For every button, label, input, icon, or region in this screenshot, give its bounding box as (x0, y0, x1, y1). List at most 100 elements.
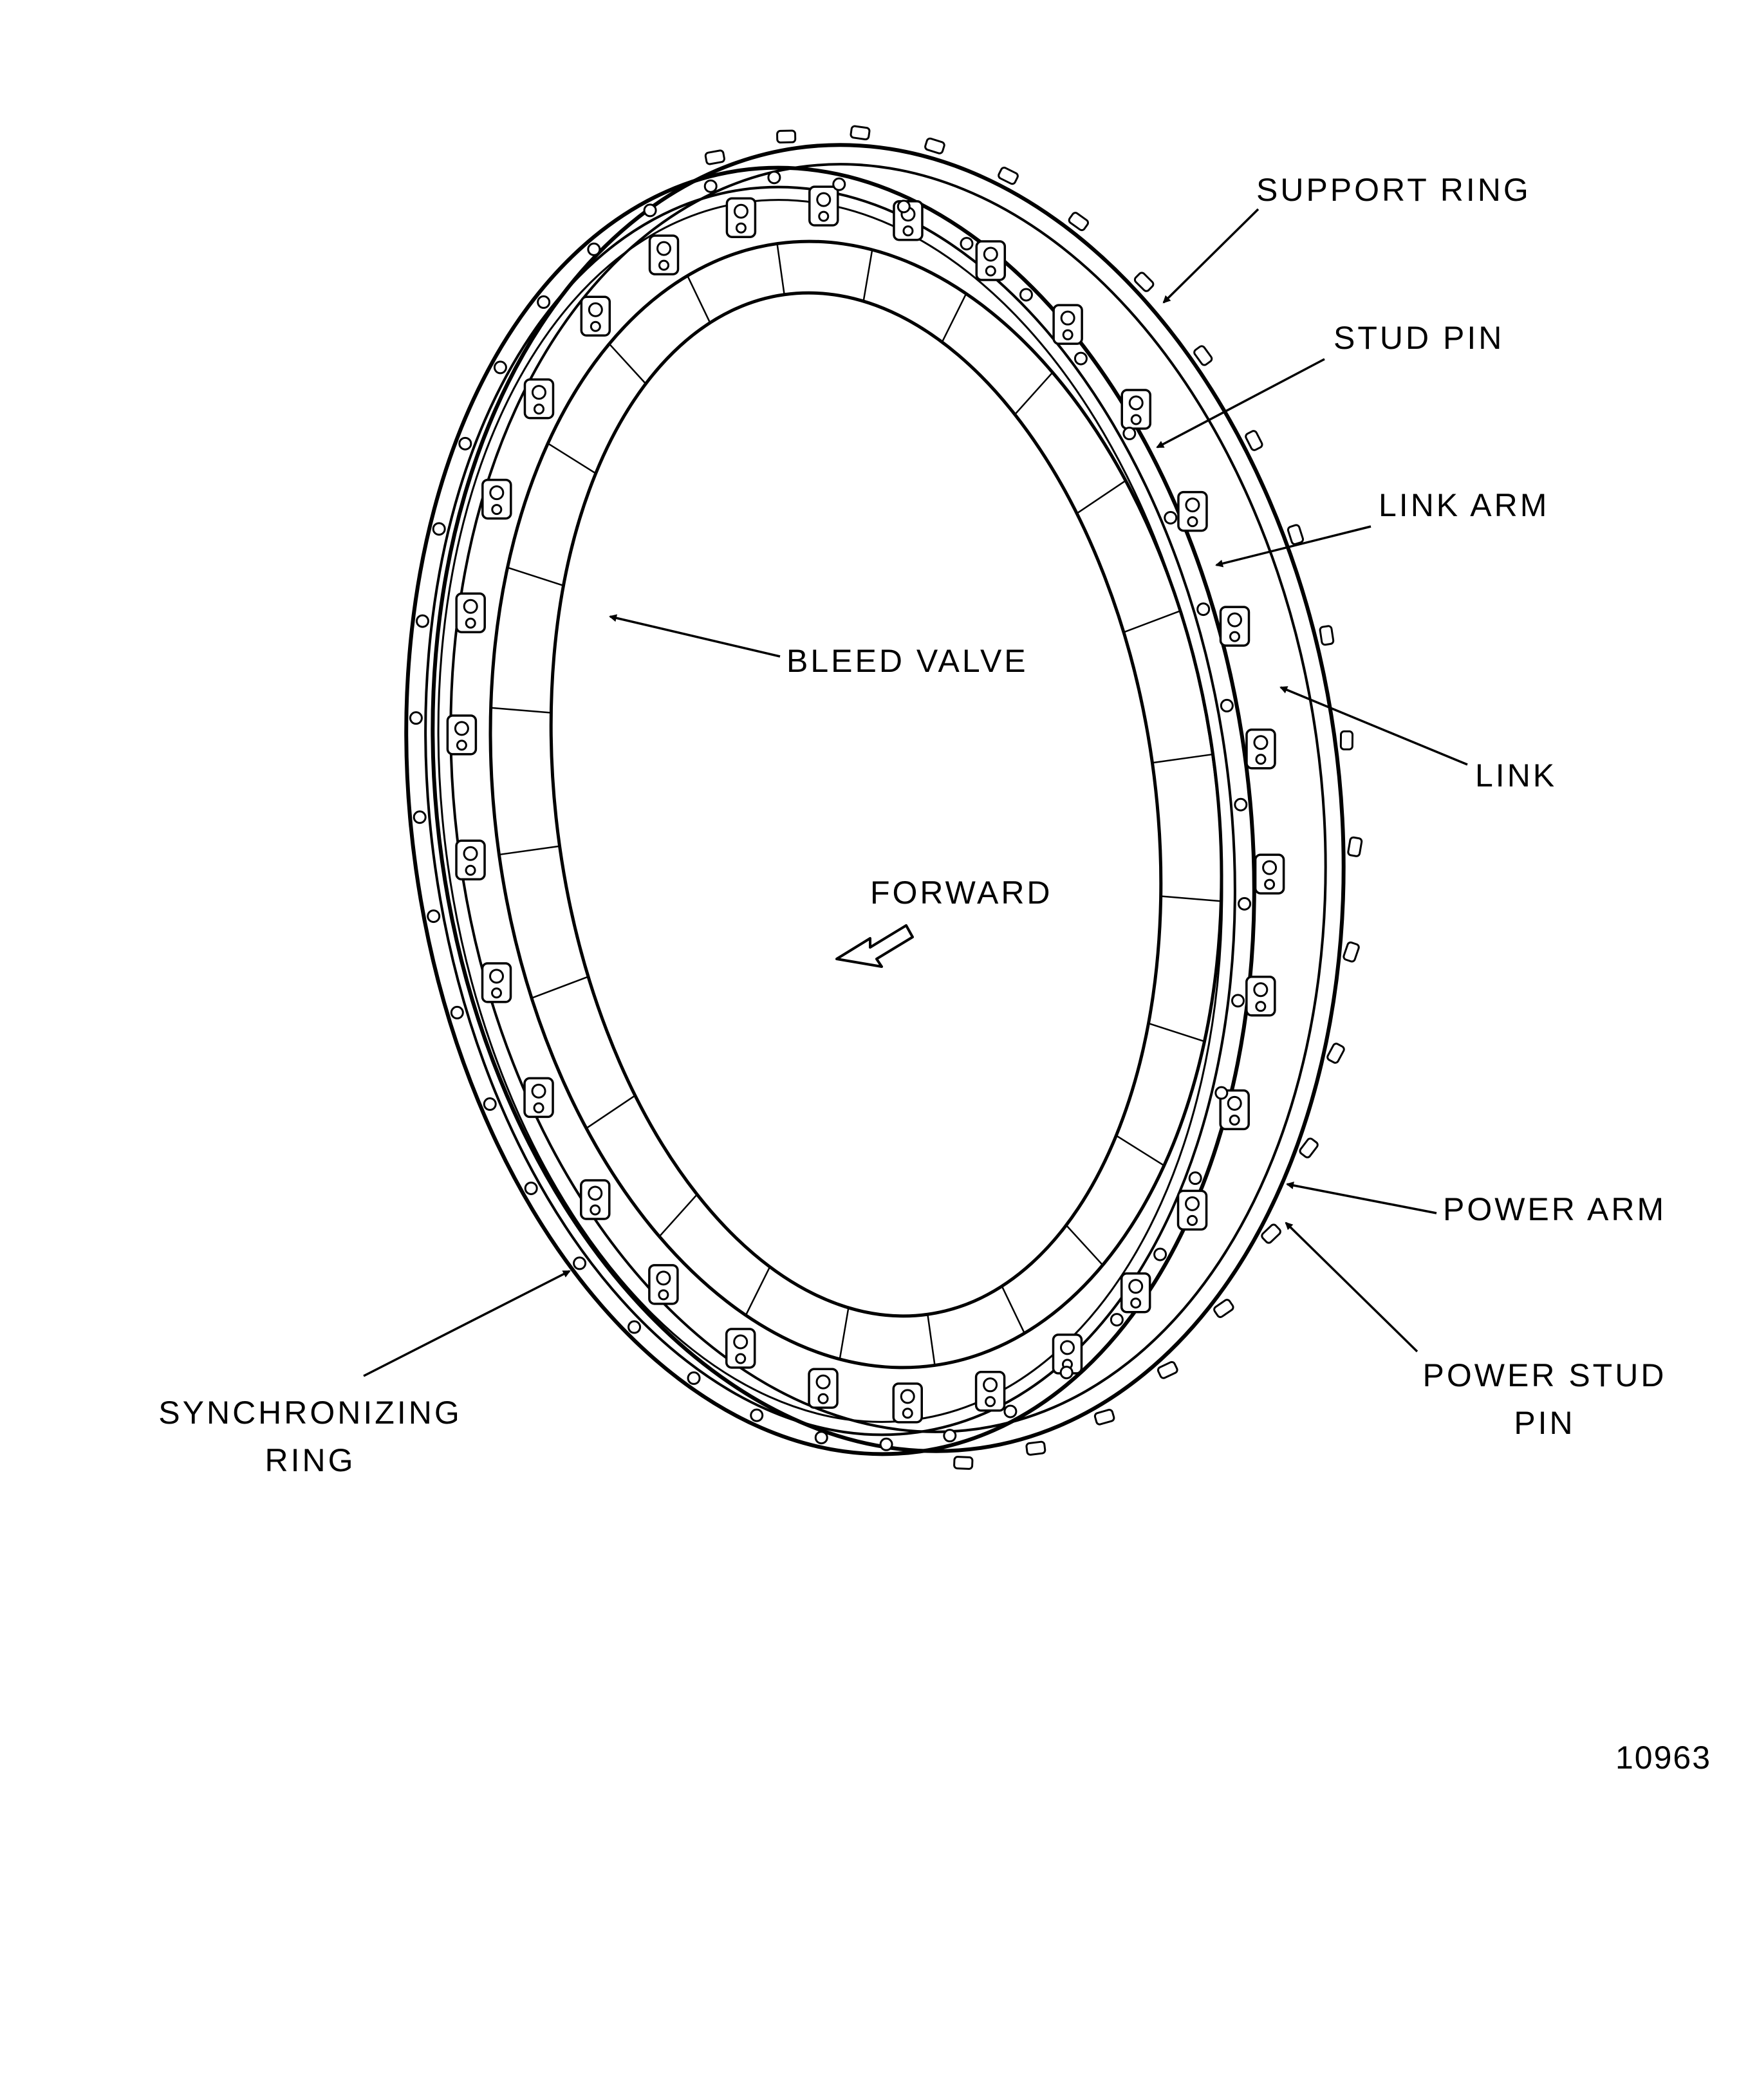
stud-pin (531, 1083, 546, 1099)
link-pin (817, 1393, 829, 1404)
band-segment-line (608, 343, 647, 385)
label-bleed-valve: BLEED VALVE (786, 643, 1028, 679)
ring-bolt (413, 810, 427, 824)
label-link: LINK (1475, 757, 1557, 794)
flange-tooth (1343, 941, 1360, 963)
band-segment-line (927, 1314, 936, 1366)
band-segment-line (941, 293, 967, 343)
link-pin (533, 1102, 544, 1113)
band-segment-line (490, 707, 552, 714)
ring-bolt (450, 1005, 464, 1019)
label-power-stud-pin-line1: POWER STUD (1422, 1357, 1667, 1393)
ring-bolt (493, 360, 507, 375)
link-pin (985, 1396, 996, 1408)
stud-pin (1185, 497, 1200, 513)
flange-tooth (1093, 1409, 1115, 1426)
synchronizing-ring (404, 165, 1256, 1456)
link-pin (590, 321, 601, 332)
link-pin (1187, 516, 1198, 528)
band-segment-line (1014, 371, 1054, 415)
ring-bolt (1220, 698, 1234, 712)
flange-tooth (776, 129, 797, 144)
link-pin (902, 225, 914, 237)
label-forward: FORWARD (870, 875, 1053, 911)
ring-bolt (1003, 1404, 1018, 1418)
ring-bolt (1164, 510, 1178, 525)
stud-pin (816, 192, 832, 207)
band-segment-line (499, 845, 560, 856)
flange-tooth (1133, 272, 1155, 292)
stud-pin (733, 203, 748, 219)
stud-pin (1227, 612, 1242, 627)
ring-bolt (897, 200, 911, 214)
band-segment-line (1001, 1285, 1025, 1334)
stud-pin (1128, 395, 1144, 411)
band-segment-line (1076, 479, 1126, 514)
ring-bolt (1074, 351, 1088, 366)
bleed-valve-segments (490, 243, 1222, 1366)
flange-tooth (953, 1456, 974, 1470)
stud-pin (489, 969, 505, 984)
ring-bolt (767, 171, 781, 185)
leader-link-arm (1215, 525, 1371, 568)
ring-bolt (960, 237, 974, 251)
leader-lines (363, 208, 1468, 1377)
link-pin (735, 1353, 747, 1364)
stud-pin (983, 1377, 998, 1393)
figure-number: 10963 (1615, 1740, 1712, 1776)
ring-bolt (1238, 897, 1252, 911)
flange-tooth (1287, 524, 1305, 545)
ring-bolt (1122, 427, 1137, 441)
band-segment-line (776, 243, 785, 295)
flange-tooth (1347, 836, 1363, 857)
leader-power-stud-pin (1285, 1222, 1418, 1353)
ring-bolt (832, 177, 846, 191)
flange-tooth (850, 125, 871, 141)
stud-pin (463, 599, 478, 614)
link-pin (491, 504, 503, 516)
ring-bolt (750, 1408, 764, 1422)
ring-bolt (687, 1371, 701, 1385)
ring-bolt (524, 1181, 538, 1195)
stud-pin (588, 1185, 603, 1201)
stud-pin (489, 485, 505, 501)
link-pin (818, 210, 830, 222)
band-segment-line (1123, 610, 1181, 633)
band-segment-line (1065, 1224, 1104, 1266)
link-pin (465, 864, 476, 876)
ring-bolt (1059, 1366, 1074, 1380)
label-stud-pin: STUD PIN (1334, 320, 1505, 356)
band-segment-line (1152, 753, 1213, 764)
label-power-arm: POWER ARM (1443, 1191, 1667, 1227)
band-segment-line (1160, 895, 1222, 902)
stud-pin (1128, 1279, 1144, 1294)
link-pin (1130, 1297, 1142, 1309)
flange-tooth (1157, 1361, 1178, 1379)
link-pin (456, 739, 467, 751)
flange-tooth (1025, 1440, 1046, 1456)
flange-tooth (1193, 345, 1213, 366)
stud-pin (1227, 1095, 1242, 1111)
link-pin (1255, 754, 1267, 765)
stud-pin (1253, 735, 1269, 750)
flange-tooth (1339, 730, 1354, 750)
ring-bolt (703, 179, 718, 193)
stud-pin (1262, 860, 1278, 875)
support-ring (431, 143, 1346, 1453)
band-segment-line (1148, 1022, 1205, 1043)
link-pin (1255, 1001, 1267, 1012)
stud-pin (733, 1334, 748, 1350)
ring-bolt (1214, 1086, 1229, 1100)
flange-tooth (1299, 1137, 1319, 1158)
band-segment-line (547, 442, 597, 474)
band-segment-line (507, 566, 564, 587)
flange-tooth (1261, 1223, 1281, 1244)
leader-synchronizing-ring (363, 1270, 571, 1377)
label-power-stud-pin: POWER STUD PIN (1409, 1352, 1680, 1447)
label-synchronizing-ring-line2: RING (265, 1442, 356, 1478)
ring-bolt (1188, 1171, 1202, 1185)
leader-support-ring (1162, 208, 1260, 304)
stud-pin (656, 1270, 671, 1286)
link-pin (1187, 1214, 1198, 1226)
